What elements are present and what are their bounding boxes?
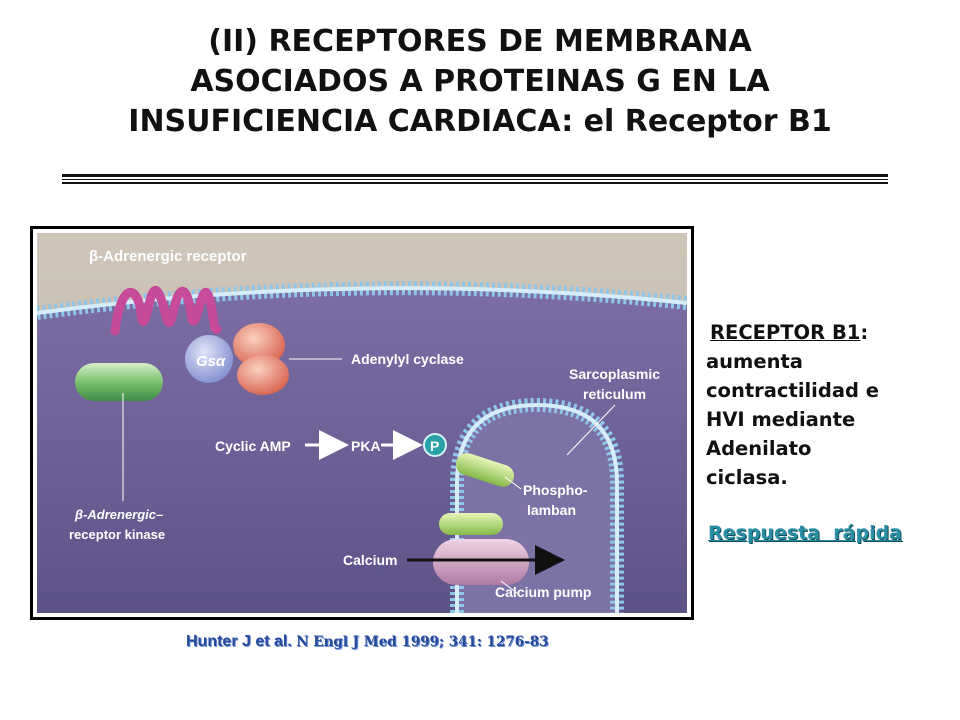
signaling-pathway-figure: Gsα P β-Adrenergic receptor Adenylyl cyc… (30, 226, 694, 620)
phospholamban-label-line-1: Phospho- (523, 482, 588, 498)
description-line-3: HVI mediante (706, 408, 856, 431)
adenylyl-cyclase-label: Adenylyl cyclase (351, 351, 464, 367)
receptor-kinase-shape (75, 363, 163, 401)
title-divider-top (62, 174, 888, 177)
phospholamban-upper (455, 453, 515, 487)
description-line-1: aumenta (706, 350, 803, 373)
gs-alpha-label: Gsα (196, 353, 226, 370)
receptor-b1-heading-colon: : (860, 321, 869, 344)
sarcoplasmic-label-line-2: reticulum (583, 386, 646, 402)
citation-author: Hunter J et al. (186, 633, 292, 650)
plasma-membrane-core (37, 286, 687, 315)
slide-title: (II) RECEPTORES DE MEMBRANA ASOCIADOS A … (40, 22, 920, 142)
description-line-4: Adenilato (706, 437, 812, 460)
citation-journal: N Engl J Med 1999; 341: 1276-83 (296, 634, 549, 650)
receptor-b1-heading-text: RECEPTOR B1 (710, 321, 861, 344)
title-divider-middle (62, 179, 888, 180)
title-line-1: (II) RECEPTORES DE MEMBRANA (208, 24, 752, 59)
phosphate-group (423, 433, 447, 457)
pathway-illustration: Gsα P β-Adrenergic receptor Adenylyl cyc… (37, 233, 687, 613)
receptor-b1-description: RECEPTOR B1: aumenta contractilidad e HV… (706, 318, 946, 492)
phospholamban-leader (504, 476, 522, 490)
gs-alpha-protein (185, 335, 233, 383)
title-divider-bottom (62, 182, 888, 184)
receptor-kinase-label-line-1: β-Adrenergic– (74, 507, 163, 522)
beta-adrenergic-receptor-shape (110, 285, 222, 336)
phosphate-label: P (430, 438, 439, 454)
figure-citation: Hunter J et al. N Engl J Med 1999; 341: … (186, 633, 549, 651)
calcium-pump-shape (433, 539, 529, 585)
cyclic-amp-label: Cyclic AMP (215, 438, 291, 454)
calcium-pump-leader (500, 580, 518, 594)
adenylyl-cyclase-lower (237, 355, 289, 395)
sarcoplasmic-reticulum-core (455, 402, 619, 613)
sarcoplasmic-label-line-1: Sarcoplasmic (569, 366, 660, 382)
sarcoplasmic-leader (566, 404, 616, 456)
receptor-kinase-label-line-2: receptor kinase (69, 527, 165, 542)
calcium-label: Calcium (343, 552, 397, 568)
adenylyl-cyclase-upper (233, 323, 285, 367)
phospholamban-label-line-2: lamban (527, 502, 576, 518)
description-line-5: ciclasa. (706, 466, 788, 489)
title-line-2: ASOCIADOS A PROTEINAS G EN LA (190, 64, 770, 99)
description-line-2: contractilidad e (706, 379, 879, 402)
receptor-b1-heading: RECEPTOR B1: (710, 318, 868, 347)
pka-label: PKA (351, 438, 381, 454)
calcium-pump-label: Calcium pump (495, 584, 591, 600)
beta-receptor-label: β-Adrenergic receptor (89, 248, 247, 265)
title-line-3: INSUFICIENCIA CARDIACA: el Receptor B1 (128, 104, 832, 139)
phospholamban-lower (439, 513, 503, 535)
respuesta-rapida-link[interactable]: Respuesta rápida (708, 522, 903, 544)
